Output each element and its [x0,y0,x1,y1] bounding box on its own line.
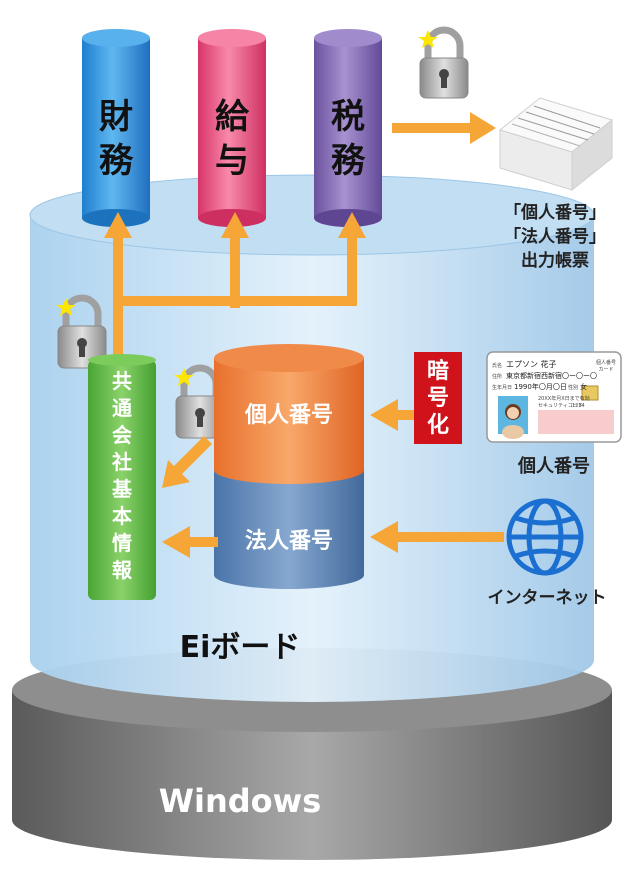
output-docs-line1: 「個人番号」 [504,202,606,223]
arrow-corporate-to-common [162,526,218,558]
id-card-name-value: エプソン 花子 [506,359,557,369]
encrypt-char: 号 [427,386,449,411]
output-documents-icon [498,97,614,192]
id-card-sex-label: 性別 [568,384,578,391]
output-docs-line2: 「法人番号」 [504,226,606,247]
id-card-title-1: 個人番号 [596,359,616,366]
common-info-char: 報 [112,558,133,582]
common-info-char: 共 [112,369,132,393]
lock-icon [418,26,469,99]
id-card-security-value: 1234 [572,403,585,409]
encrypt-box [414,352,462,444]
platform-label: Eiボード [180,630,301,665]
arrows-to-columns [104,212,366,358]
personal-number-db [214,344,364,484]
id-card-address-value: 東京都新宿西新宿〇ー〇ー〇 [506,371,597,380]
id-card-caption: 個人番号 [517,456,590,477]
id-card-name-label: 氏名 [492,362,502,369]
finance-label-2: 務 [99,141,134,181]
common-company-info-bar [88,354,156,600]
id-card-address-label: 住所 [492,373,502,380]
personal-number-db-label: 個人番号 [244,403,333,428]
common-info-char: 会 [112,423,132,447]
encrypt-char: 暗 [427,358,449,384]
arrow-personal-to-common [162,436,212,488]
tax-label-2: 務 [331,141,366,181]
id-card-birth-value: 1990年〇月〇日 [514,382,567,391]
id-card-security-label: セキュリティコード [538,403,583,409]
common-info-char: 情 [112,531,132,555]
id-card-birth-label: 生年月日 [492,384,512,391]
common-info-char: 本 [112,504,132,528]
corporate-number-db [214,470,364,589]
common-info-char: 社 [111,450,132,474]
arrow-encrypt-to-personal [370,399,428,431]
arrow-internet-to-corporate [370,521,504,553]
os-label: Windows [159,782,322,820]
id-card-title-2: カード [598,367,613,373]
common-info-char: 通 [112,396,132,420]
id-card-sex-value: 女 [580,382,587,391]
finance-label-1: 財 [99,97,133,137]
common-info-char: 基 [112,477,133,501]
output-docs-line3: 出力帳票 [521,250,589,271]
tax-label-1: 税 [331,97,365,137]
id-card-icon [486,351,622,443]
payroll-label-1: 給 [215,97,250,137]
encrypt-char: 化 [427,412,449,438]
corporate-number-db-label: 法人番号 [245,529,333,554]
id-card-expiry: 20XX年月X日まで有効 [538,395,590,402]
globe-icon [506,498,584,576]
tax-column [314,29,382,227]
arrow-to-output [392,112,496,144]
internet-caption: インターネット [488,588,607,608]
payroll-label-2: 与 [215,141,249,181]
